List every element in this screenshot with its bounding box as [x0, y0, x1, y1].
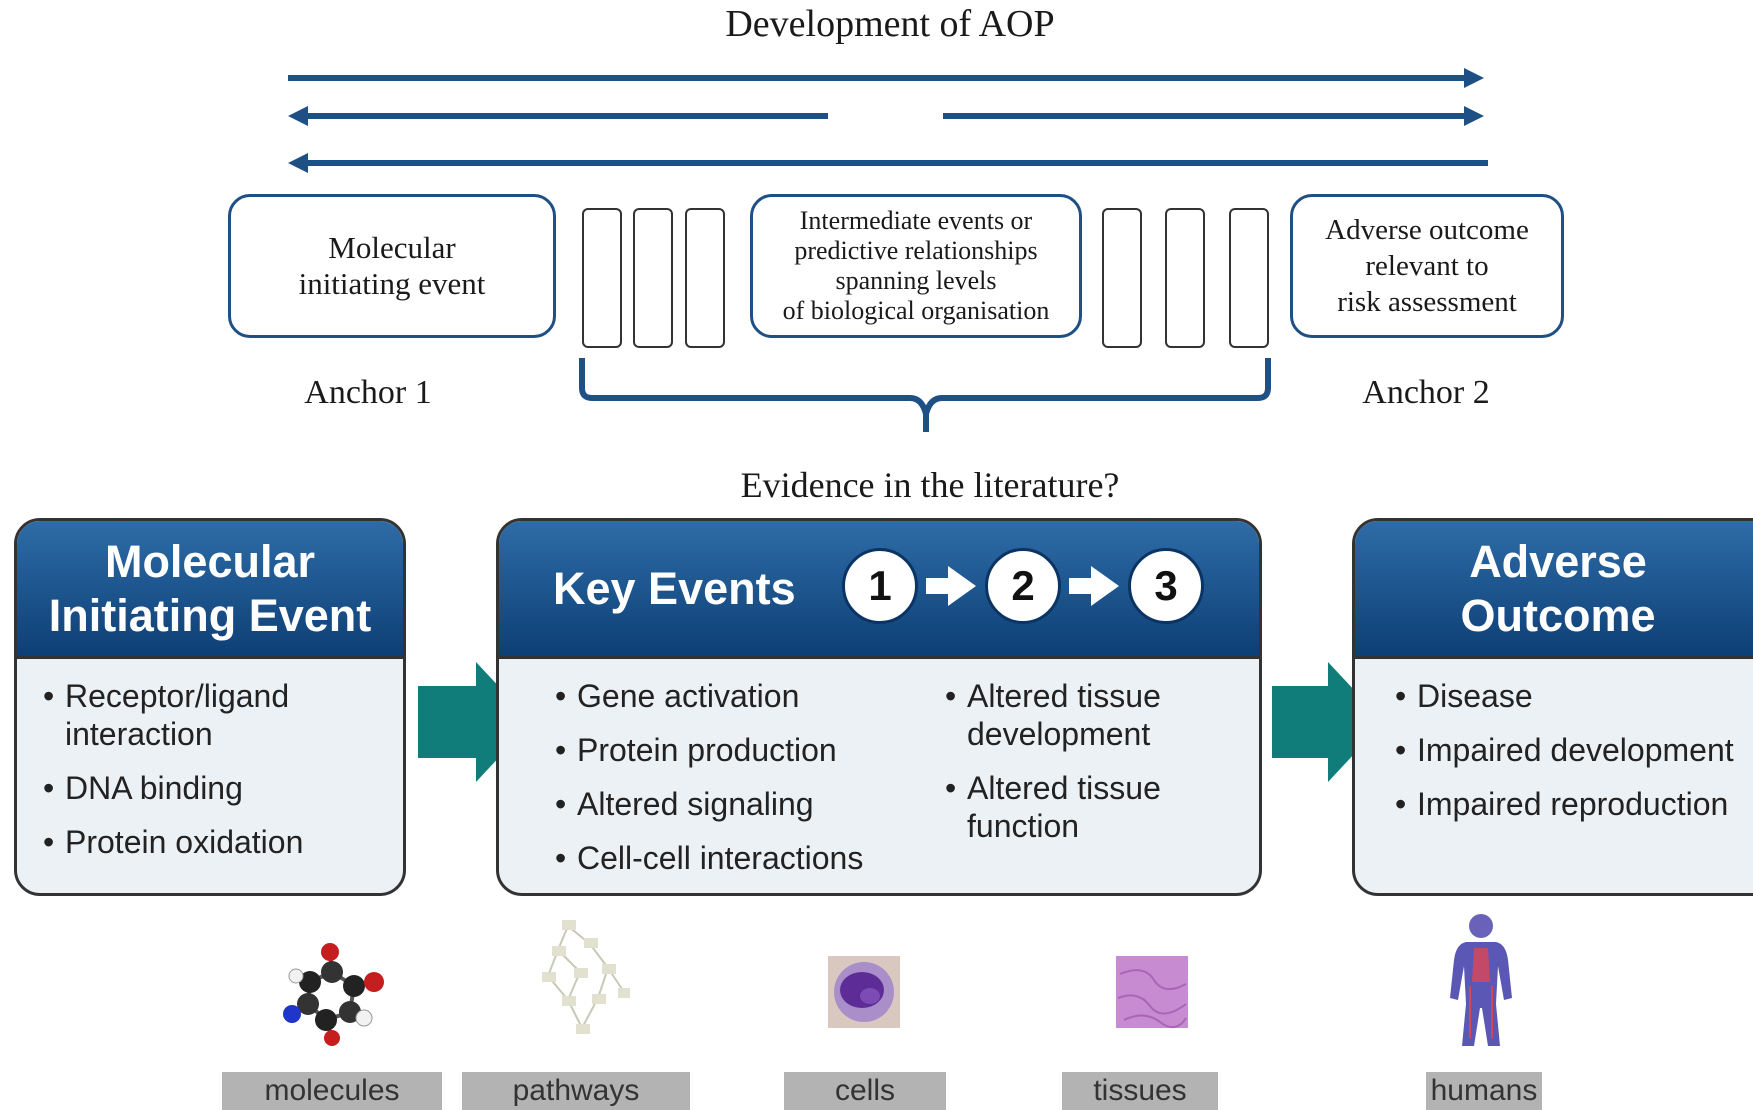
level-label-cells: cells: [784, 1072, 946, 1110]
level-label-humans: humans: [1426, 1072, 1542, 1110]
list-item: Receptor/ligand interaction: [43, 677, 303, 753]
anchor-2-label: Anchor 2: [1362, 374, 1490, 411]
list-item: Altered tissue development: [945, 677, 1161, 753]
mie-box-text: Molecular initiating event: [298, 230, 486, 301]
event-slot-4: [1102, 208, 1142, 348]
level-label-tissues: tissues: [1062, 1072, 1218, 1110]
evidence-label: Evidence in the literature?: [740, 465, 1120, 505]
list-item: Impaired reproduction: [1395, 785, 1734, 823]
level-label-molecules: molecules: [222, 1072, 442, 1110]
key-events-list-right: Altered tissue development Altered tissu…: [945, 677, 1161, 861]
key-events-list-left: Gene activation Protein production Alter…: [555, 677, 863, 893]
list-item: DNA binding: [43, 769, 303, 807]
list-item: Altered tissue function: [945, 769, 1161, 845]
intermediate-box-text: Intermediate events or predictive relati…: [782, 206, 1050, 325]
list-item: Protein oxidation: [43, 823, 303, 861]
pathway-icon: [542, 920, 630, 1034]
list-item: Protein production: [555, 731, 863, 769]
ao-bullet-list: Disease Impaired development Impaired re…: [1395, 677, 1734, 839]
brace: [579, 358, 1271, 432]
diagram-title: Development of AOP: [725, 3, 1055, 45]
key-events-title: Key Events: [553, 562, 796, 614]
event-slot-1: [582, 208, 622, 348]
ao-panel-header: Adverse Outcome: [1355, 521, 1753, 659]
molecule-icon: [283, 943, 384, 1046]
step-3-circle: 3: [1128, 548, 1204, 624]
mie-bullet-list: Receptor/ligand interaction DNA binding …: [43, 677, 303, 877]
mie-box: Molecular initiating event: [228, 194, 556, 338]
tissue-icon: [1116, 956, 1188, 1029]
ao-box-text: Adverse outcome relevant to risk assessm…: [1325, 214, 1529, 318]
ao-panel: Adverse Outcome Disease Impaired develop…: [1352, 518, 1753, 896]
ao-panel-title: Adverse Outcome: [1460, 535, 1656, 641]
list-item: Gene activation: [555, 677, 863, 715]
ao-box: Adverse outcome relevant to risk assessm…: [1290, 194, 1564, 338]
step-arrow-1-icon: [926, 566, 976, 606]
step-arrow-2-icon: [1069, 566, 1119, 606]
list-item: Disease: [1395, 677, 1734, 715]
list-item: Cell-cell interactions: [555, 839, 863, 877]
mie-panel-header: Molecular Initiating Event: [17, 521, 403, 659]
list-item: Impaired development: [1395, 731, 1734, 769]
event-slot-3: [685, 208, 725, 348]
anchor-1-label: Anchor 1: [304, 374, 432, 411]
event-slot-6: [1229, 208, 1269, 348]
level-label-pathways: pathways: [462, 1072, 690, 1110]
event-slot-2: [633, 208, 673, 348]
intermediate-box: Intermediate events or predictive relati…: [750, 194, 1082, 338]
list-item: Altered signaling: [555, 785, 863, 823]
step-1-circle: 1: [842, 548, 918, 624]
step-2-circle: 2: [985, 548, 1061, 624]
human-body-icon: [1450, 914, 1512, 1046]
mie-panel: Molecular Initiating Event Receptor/liga…: [14, 518, 406, 896]
event-slot-5: [1165, 208, 1205, 348]
cell-icon: [828, 956, 900, 1028]
mie-panel-title: Molecular Initiating Event: [48, 535, 372, 641]
